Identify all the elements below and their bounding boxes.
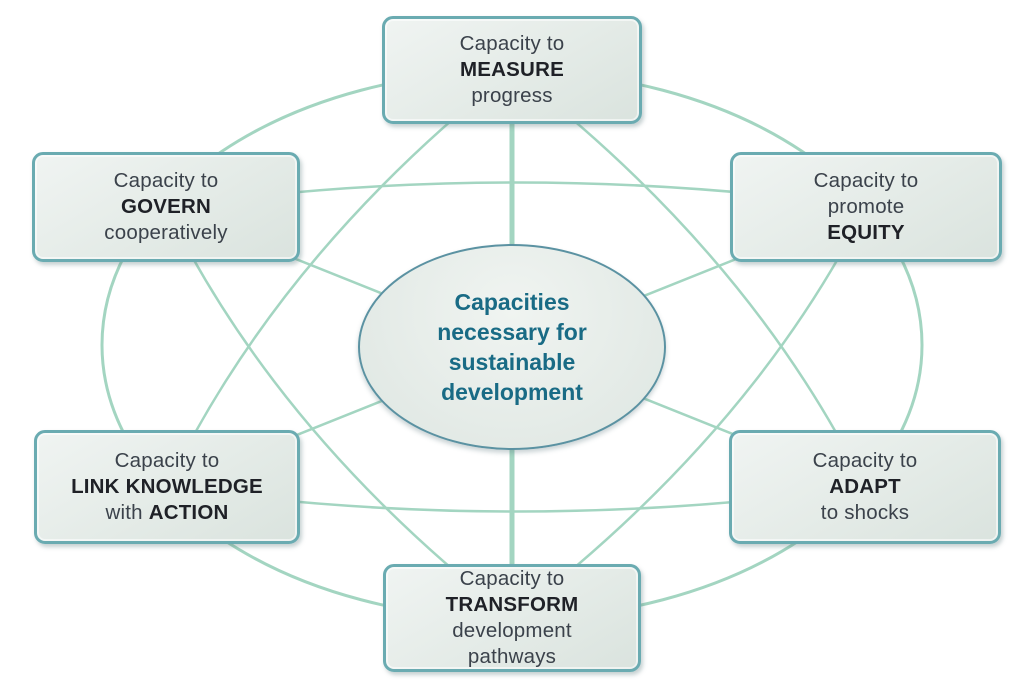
- node-label-line: GOVERN: [120, 195, 212, 218]
- node-label-line: Capacity to: [114, 449, 220, 472]
- node-label-line: Capacity to: [459, 32, 565, 55]
- hub-label-line: development: [441, 379, 583, 405]
- node-label-line: LINK KNOWLEDGE: [71, 475, 263, 498]
- node-label-line: to shocks: [820, 501, 910, 524]
- node-label-line: Capacity to: [459, 567, 565, 590]
- node-label-line: promote: [827, 195, 905, 218]
- hub-label-line: sustainable: [448, 349, 576, 375]
- node-label-line: ADAPT: [829, 475, 901, 498]
- node-transform-box: Capacity to TRANSFORM development pathwa…: [383, 564, 641, 672]
- node-adapt-box: Capacity to ADAPT to shocks: [729, 430, 1001, 544]
- node-label-line: Capacity to: [813, 169, 919, 192]
- node-label-segment: ACTION: [148, 501, 229, 524]
- node-label-line: cooperatively: [104, 221, 228, 244]
- node-equity-box: Capacity to promote EQUITY: [730, 152, 1002, 262]
- center-hub-ellipse: Capacities necessary for sustainable dev…: [358, 244, 666, 450]
- node-label-line: with ACTION: [106, 500, 229, 526]
- node-label-line: MEASURE: [460, 58, 564, 81]
- node-label-line: Capacity to: [113, 169, 219, 192]
- hub-label-line: Capacities: [454, 289, 570, 315]
- node-measure-box: Capacity to MEASURE progress: [382, 16, 642, 124]
- node-link-knowledge-box: Capacity to LINK KNOWLEDGE with ACTION: [34, 430, 300, 544]
- node-govern-box: Capacity to GOVERN cooperatively: [32, 152, 300, 262]
- node-label-line: development: [452, 619, 572, 642]
- node-label-line: Capacity to: [812, 449, 918, 472]
- hub-label-line: necessary for: [437, 319, 587, 345]
- node-label-segment: with: [105, 501, 149, 524]
- node-label-line: progress: [471, 84, 553, 107]
- node-label-line: TRANSFORM: [445, 593, 579, 616]
- node-label-line: pathways: [467, 645, 557, 668]
- node-label-line: EQUITY: [827, 221, 905, 244]
